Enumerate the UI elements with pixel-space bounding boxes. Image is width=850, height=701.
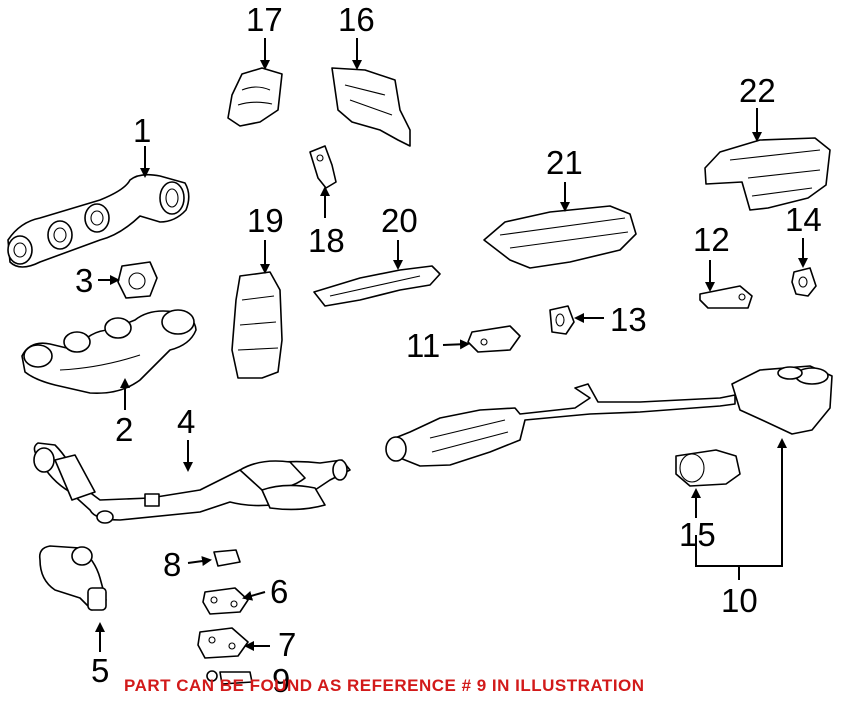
part-9-clamp bbox=[206, 670, 253, 685]
callout-2: 2 bbox=[115, 411, 134, 448]
part-10-rear-exhaust bbox=[385, 365, 833, 467]
part-12-hanger bbox=[699, 285, 753, 309]
part-21-heat-shield bbox=[483, 205, 637, 269]
part-1-exhaust-manifold-upper bbox=[7, 173, 190, 268]
part-17-heat-shield bbox=[227, 67, 283, 127]
callout-5: 5 bbox=[91, 652, 110, 689]
callout-12: 12 bbox=[693, 221, 730, 258]
leader-arrows bbox=[95, 38, 808, 652]
part-8-clip bbox=[213, 549, 241, 567]
callout-9: 9 bbox=[272, 662, 291, 699]
callout-6: 6 bbox=[270, 573, 289, 610]
reference-note: PART CAN BE FOUND AS REFERENCE # 9 IN IL… bbox=[124, 676, 645, 695]
part-22-heat-shield bbox=[704, 137, 831, 211]
part-11-hanger bbox=[467, 325, 521, 353]
callout-15: 15 bbox=[679, 516, 716, 553]
callout-13: 13 bbox=[610, 301, 647, 338]
callout-21: 21 bbox=[546, 144, 583, 181]
callout-19: 19 bbox=[247, 202, 284, 239]
callout-16: 16 bbox=[338, 1, 375, 38]
callout-3: 3 bbox=[75, 262, 94, 299]
callout-4: 4 bbox=[177, 403, 196, 440]
part-3-gasket bbox=[117, 261, 158, 299]
part-5-catalyst-pipe bbox=[38, 545, 107, 611]
part-18-bracket bbox=[309, 145, 337, 189]
part-15-exhaust-tip bbox=[675, 449, 741, 487]
part-4-front-pipe-catalysts bbox=[33, 442, 351, 524]
callout-1: 1 bbox=[133, 112, 152, 149]
callout-22: 22 bbox=[739, 72, 776, 109]
part-6-bracket bbox=[202, 587, 249, 615]
callout-14: 14 bbox=[785, 201, 822, 238]
part-14-rubber-mount bbox=[791, 267, 817, 297]
callout-10: 10 bbox=[721, 582, 758, 619]
callout-7: 7 bbox=[278, 626, 297, 663]
part-13-rubber-mount bbox=[549, 305, 575, 335]
callout-17: 17 bbox=[246, 1, 283, 38]
part-2-exhaust-manifold-lower bbox=[21, 309, 197, 395]
part-16-heat-shield bbox=[331, 67, 411, 147]
part-20-heat-shield bbox=[313, 265, 441, 307]
callout-20: 20 bbox=[381, 202, 418, 239]
callout-8: 8 bbox=[163, 546, 182, 583]
callout-18: 18 bbox=[308, 222, 345, 259]
part-19-heat-shield bbox=[231, 271, 283, 379]
part-7-bracket bbox=[197, 627, 249, 659]
callout-11: 11 bbox=[406, 327, 441, 364]
